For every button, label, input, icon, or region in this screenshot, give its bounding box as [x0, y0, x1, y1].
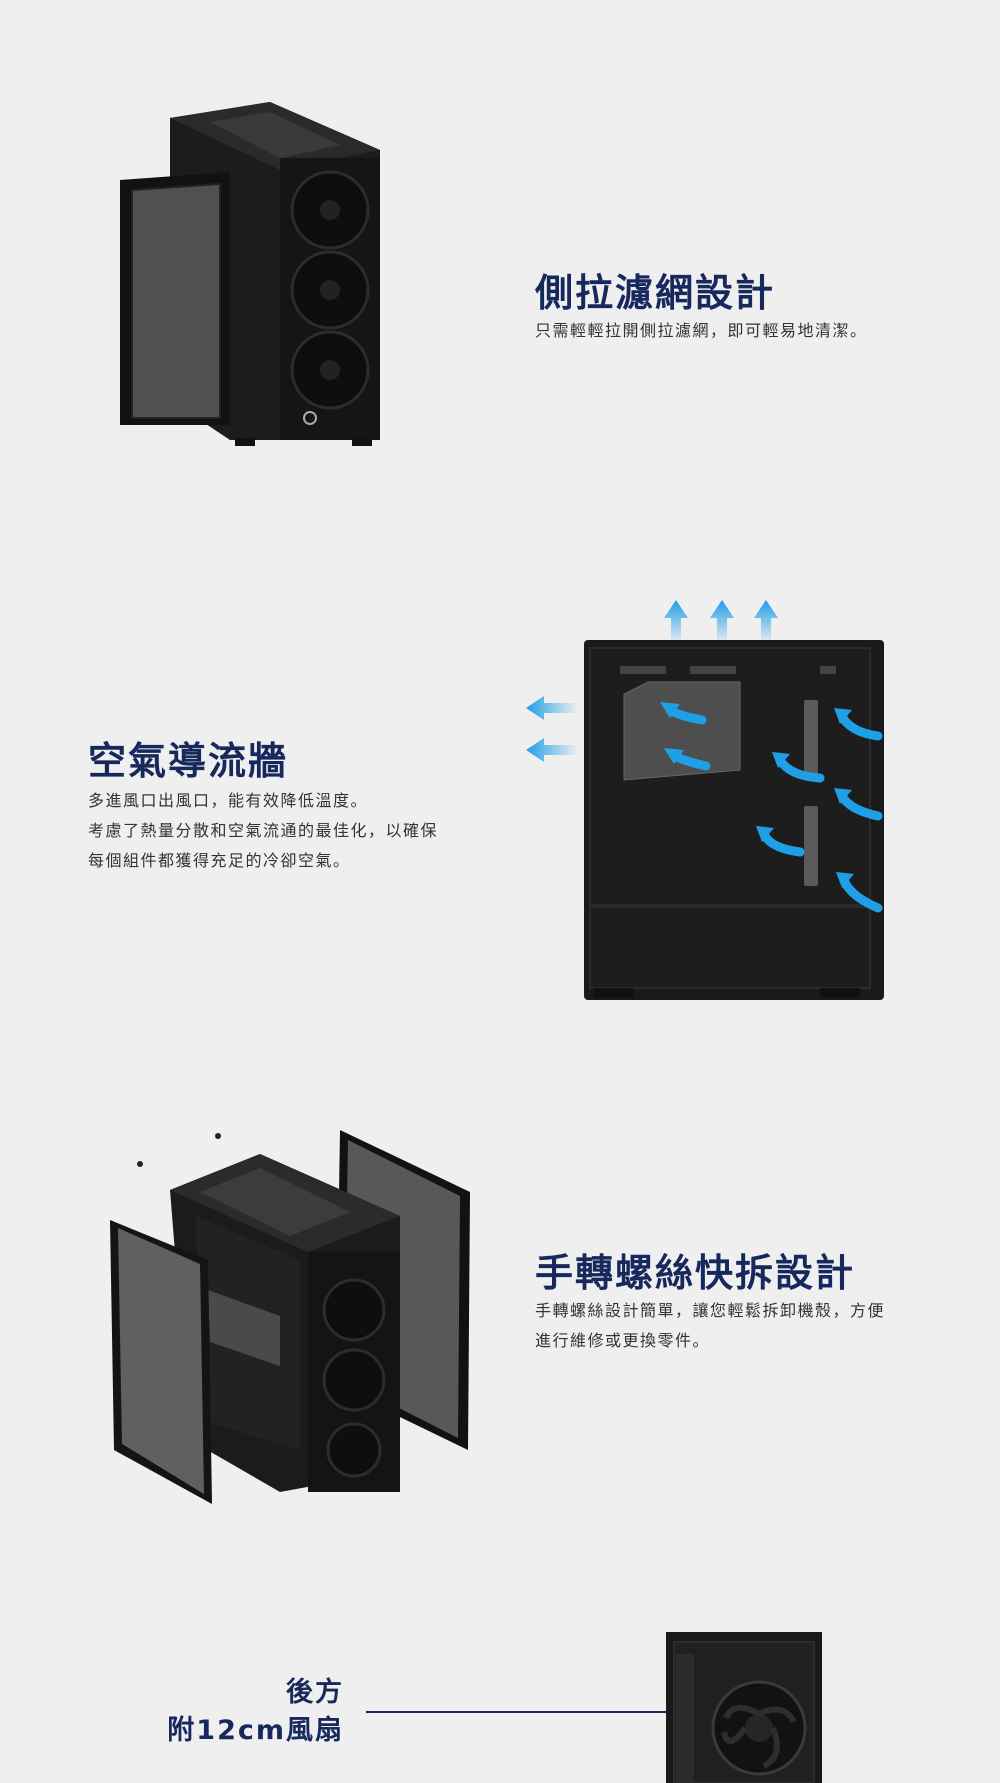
- feature-title: 空氣導流牆: [88, 739, 289, 783]
- feature-description: 多進風口出風口，能有效降低溫度。 考慮了熱量分散和空氣流通的最佳化，以確保 每個…: [88, 786, 438, 876]
- rear-fan-label: 後方 附12cm風扇: [167, 1674, 344, 1750]
- airflow-diagram-image: [526, 600, 884, 1000]
- case-filter-image: [120, 102, 380, 446]
- feature-thumbscrew-section: 手轉螺絲快拆設計 手轉螺絲設計簡單，讓您輕鬆拆卸機殼，方便 進行維修或更換零件。: [0, 1110, 1000, 1530]
- rear-fan-section: 後方 附12cm風扇: [0, 1620, 1000, 1783]
- rear-fan-label-line1: 後方: [286, 1677, 344, 1708]
- feature-title: 側拉濾網設計: [535, 271, 776, 315]
- callout-line: [366, 1711, 704, 1713]
- description-line: 每個組件都獲得充足的冷卻空氣。: [88, 851, 351, 870]
- feature-title: 手轉螺絲快拆設計: [535, 1251, 856, 1295]
- description-line: 只需輕輕拉開側拉濾網，即可輕易地清潔。: [535, 321, 868, 340]
- case-rear-image: [666, 1632, 822, 1783]
- description-line: 手轉螺絲設計簡單，讓您輕鬆拆卸機殼，方便: [535, 1301, 886, 1320]
- feature-airflow-section: 空氣導流牆 多進風口出風口，能有效降低溫度。 考慮了熱量分散和空氣流通的最佳化，…: [0, 590, 1000, 1020]
- case-exploded-image: [110, 1130, 470, 1504]
- feature-filter-section: 側拉濾網設計 只需輕輕拉開側拉濾網，即可輕易地清潔。: [0, 0, 1000, 520]
- feature-description: 手轉螺絲設計簡單，讓您輕鬆拆卸機殼，方便 進行維修或更換零件。: [535, 1296, 885, 1356]
- description-line: 進行維修或更換零件。: [535, 1331, 711, 1350]
- feature-description: 只需輕輕拉開側拉濾網，即可輕易地清潔。: [535, 316, 868, 346]
- rear-fan-label-line2: 附12cm風扇: [167, 1715, 344, 1746]
- description-line: 考慮了熱量分散和空氣流通的最佳化，以確保: [88, 821, 439, 840]
- description-line: 多進風口出風口，能有效降低溫度。: [88, 791, 369, 810]
